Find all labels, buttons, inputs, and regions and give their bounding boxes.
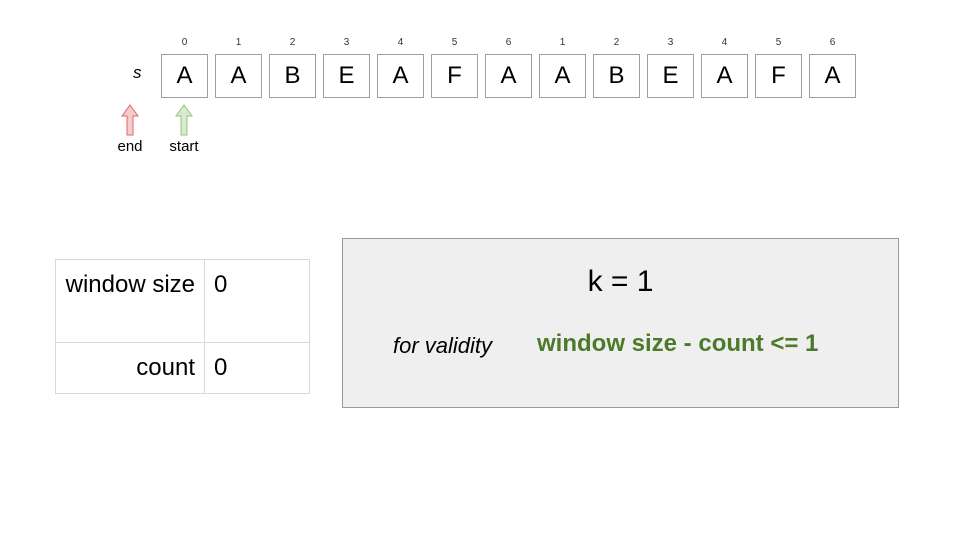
start-pointer: start <box>159 104 209 155</box>
index-label: 5 <box>775 37 782 48</box>
validity-condition: window size - count <= 1 <box>537 330 819 357</box>
up-arrow-icon <box>175 104 193 136</box>
string-cell: A <box>539 54 586 98</box>
index-label: 3 <box>667 37 674 48</box>
start-pointer-label: start <box>169 138 199 155</box>
window-size-row: window size 0 <box>55 259 310 343</box>
end-pointer-label: end <box>117 138 143 155</box>
string-cell: F <box>755 54 802 98</box>
index-label: 4 <box>721 37 728 48</box>
index-label: 1 <box>559 37 566 48</box>
count-label: count <box>55 342 205 394</box>
index-label: 2 <box>613 37 620 48</box>
k-info-box: k = 1 for validity window size - count <… <box>342 238 899 408</box>
index-label: 2 <box>289 37 296 48</box>
string-label: s <box>133 63 142 82</box>
count-value: 0 <box>204 342 310 394</box>
stats-table: window size 0 count 0 <box>55 259 310 394</box>
count-row: count 0 <box>55 342 310 394</box>
string-cell: B <box>593 54 640 98</box>
string-cell: A <box>809 54 856 98</box>
window-size-label: window size <box>55 259 205 343</box>
string-cell: A <box>215 54 262 98</box>
string-cell: B <box>269 54 316 98</box>
index-label: 6 <box>829 37 836 48</box>
string-cell: E <box>323 54 370 98</box>
end-pointer: end <box>105 104 155 155</box>
index-label: 0 <box>181 37 188 48</box>
string-cell: E <box>647 54 694 98</box>
validity-label: for validity <box>393 333 493 358</box>
up-arrow-icon <box>121 104 139 136</box>
string-cell: F <box>431 54 478 98</box>
k-value: k = 1 <box>587 265 654 298</box>
index-label: 5 <box>451 37 458 48</box>
index-label: 6 <box>505 37 512 48</box>
window-size-value: 0 <box>204 259 310 343</box>
string-cell: A <box>701 54 748 98</box>
index-label: 4 <box>397 37 404 48</box>
string-cell: A <box>485 54 532 98</box>
string-cell: A <box>377 54 424 98</box>
string-cell: A <box>161 54 208 98</box>
index-label: 1 <box>235 37 242 48</box>
index-label: 3 <box>343 37 350 48</box>
